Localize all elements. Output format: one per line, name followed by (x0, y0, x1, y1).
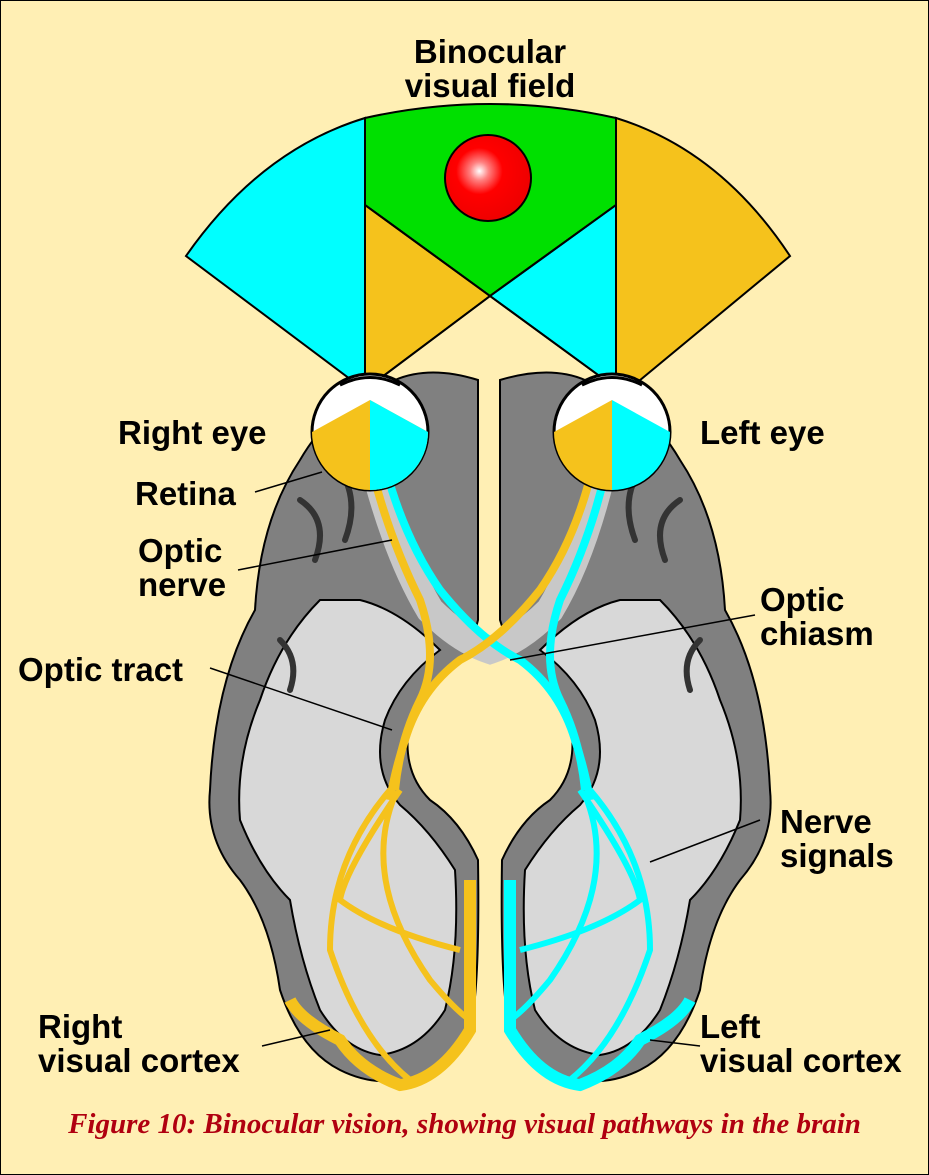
nerve-signals-label: Nerve signals (780, 805, 894, 873)
optic-chiasm-label: Optic chiasm (760, 583, 874, 651)
optic-nerve-label: Optic nerve (138, 534, 226, 602)
binocular-field-title: Binocular visual field (380, 35, 600, 103)
brain (209, 373, 770, 1082)
left-visual-cortex-label: Left visual cortex (700, 1010, 902, 1078)
optic-tract-label: Optic tract (18, 653, 183, 687)
left-eye-label: Left eye (700, 416, 825, 450)
left-eyeball (554, 374, 670, 490)
right-visual-cortex-label: Right visual cortex (38, 1010, 240, 1078)
retina-label: Retina (135, 477, 236, 511)
right-field-sector (186, 118, 378, 400)
figure-caption: Figure 10: Binocular vision, showing vis… (0, 1108, 929, 1141)
left-field-sector (616, 118, 790, 400)
object-ball (445, 135, 531, 221)
right-eye-label: Right eye (118, 416, 267, 450)
right-eyeball (312, 374, 428, 490)
